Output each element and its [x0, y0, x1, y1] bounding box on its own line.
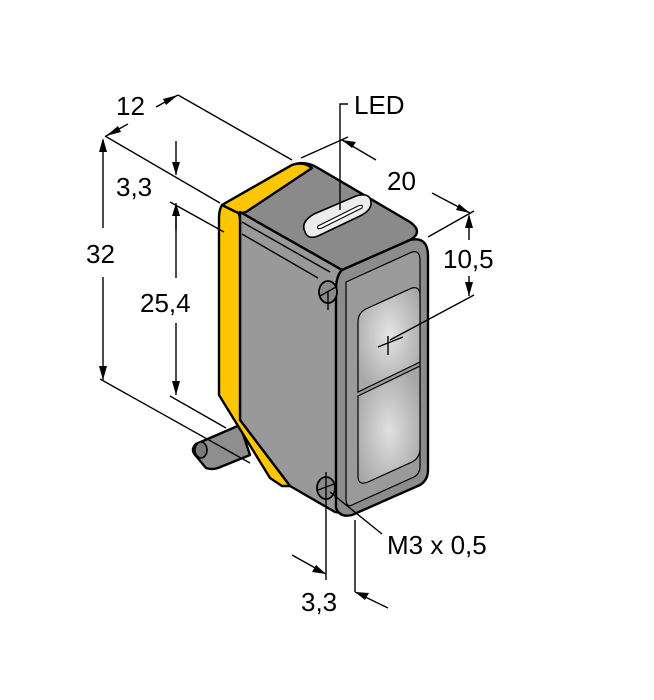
accent-stripe [217, 203, 292, 488]
mounting-hole-top [318, 280, 338, 310]
dim-hole-spacing-25-4: 25,4 [140, 205, 227, 429]
label-height-32: 32 [86, 239, 115, 269]
lens-lower [357, 365, 421, 484]
label-depth-20: 20 [387, 166, 416, 196]
dim-thread-callout: M3 x 0,5 [329, 491, 487, 560]
dim-led-callout: LED [339, 90, 405, 210]
label-offset-top: 3,3 [116, 172, 152, 202]
label-hole-spacing: 25,4 [140, 288, 191, 318]
label-thread: M3 x 0,5 [387, 530, 487, 560]
lens-upper [357, 287, 421, 393]
label-width-12: 12 [116, 91, 145, 121]
label-offset-bottom: 3,3 [301, 587, 337, 617]
dim-lens-offset-10-5: 10,5 [389, 214, 494, 341]
led-indicator [302, 194, 372, 239]
dim-width-12: 12 [104, 91, 293, 204]
dim-depth-20: 20 [300, 136, 475, 238]
label-lens-offset: 10,5 [443, 244, 494, 274]
dim-offset-top-3-3: 3,3 [116, 141, 225, 233]
dim-offset-bottom-3-3: 3,3 [291, 472, 389, 617]
label-led: LED [354, 90, 405, 120]
dim-height-32: 32 [86, 138, 251, 464]
lens-center-mark [377, 336, 404, 348]
